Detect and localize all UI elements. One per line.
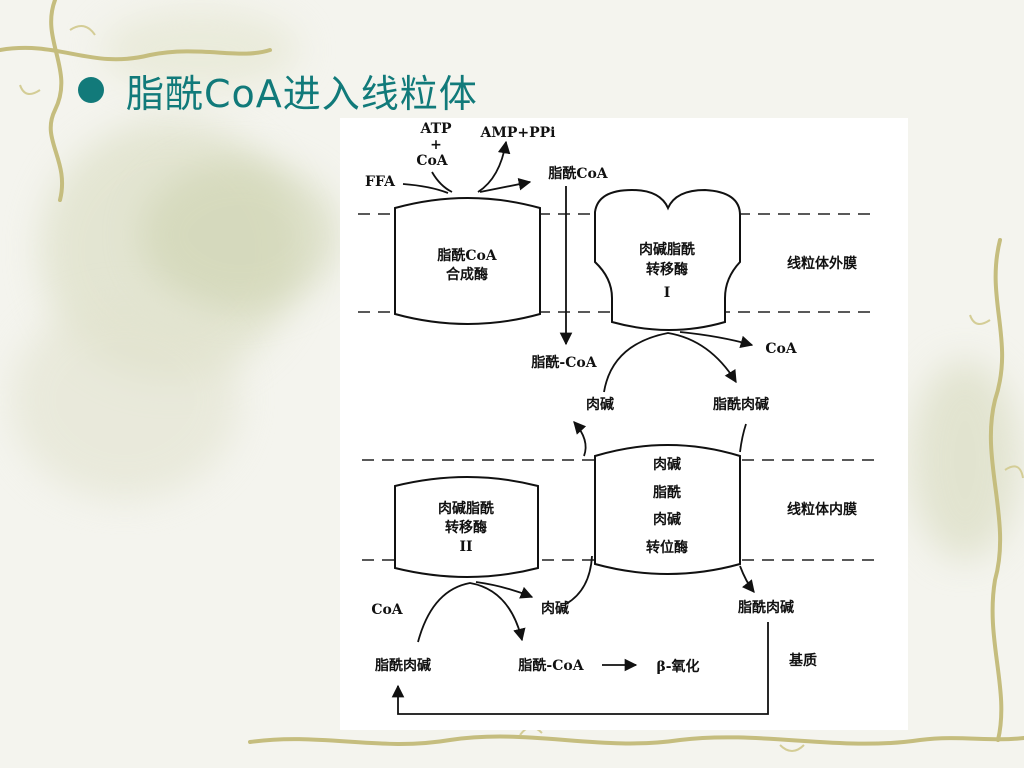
- ffa-label: FFA: [365, 174, 396, 190]
- carnitine-middle-label: 肉碱: [586, 396, 614, 413]
- cpt-2-enzyme: 肉碱脂酰 转移酶 II: [394, 476, 539, 578]
- translocase-line3: 肉碱: [653, 511, 681, 528]
- cpt1-line2: 转移酶: [646, 261, 688, 278]
- acylcarnitine-middle-label: 脂酰肉碱: [712, 396, 769, 413]
- coa-bottom-label: CoA: [371, 602, 403, 618]
- acylcarnitine-right-label: 脂酰肉碱: [737, 599, 794, 616]
- plus-label: +: [430, 137, 442, 153]
- acyl-coa-out-label: 脂酰CoA: [547, 165, 608, 182]
- atp-label: ATP: [419, 121, 452, 137]
- translocase-line1: 肉碱: [653, 456, 681, 473]
- coa-in-label: CoA: [416, 153, 448, 169]
- acyl-coa-bottom-label: 脂酰-CoA: [517, 657, 584, 674]
- outer-membrane-label: 线粒体外膜: [787, 255, 857, 272]
- synthase-line2: 合成酶: [446, 266, 488, 283]
- cpt1-line3: I: [664, 285, 671, 301]
- middle-arrows: [573, 331, 754, 457]
- carnitine-bottom-label: 肉碱: [541, 600, 569, 617]
- acyl-coa-middle-label: 脂酰-CoA: [530, 354, 597, 371]
- translocase-line4: 转位酶: [646, 539, 688, 556]
- cpt-1-enzyme: 肉碱脂酰 转移酶 I: [594, 188, 741, 331]
- amp-ppi-label: AMP+PPi: [480, 125, 556, 141]
- acyl-coa-synthase: 脂酰CoA 合成酶: [394, 197, 541, 325]
- bottom-arrows: [391, 555, 769, 715]
- cpt2-line2: 转移酶: [445, 519, 487, 536]
- title-text: 脂酰CoA进入线粒体: [126, 71, 478, 116]
- beta-oxidation-label: β-氧化: [656, 658, 699, 675]
- translocase: 肉碱 脂酰 肉碱 转位酶: [594, 444, 741, 575]
- cpt1-line1: 肉碱脂酰: [639, 241, 695, 258]
- cpt2-line3: II: [459, 539, 472, 555]
- coa-out-label: CoA: [765, 341, 797, 357]
- inner-membrane-label: 线粒体内膜: [787, 501, 857, 518]
- synthase-line1: 脂酰CoA: [436, 247, 497, 264]
- slide-title: 脂酰CoA进入线粒体: [78, 62, 478, 118]
- translocase-line2: 脂酰: [652, 484, 681, 501]
- bullet-dot: [78, 77, 104, 103]
- cpt2-line1: 肉碱脂酰: [438, 500, 494, 517]
- acylcarnitine-left-label: 脂酰肉碱: [374, 657, 431, 674]
- carnitine-shuttle-diagram: 脂酰CoA 合成酶 肉碱脂酰 转移酶 I 肉碱 脂酰 肉碱 转位酶 肉碱脂酰 转…: [340, 118, 908, 730]
- top-arrows: [402, 140, 573, 346]
- matrix-label: 基质: [789, 652, 817, 669]
